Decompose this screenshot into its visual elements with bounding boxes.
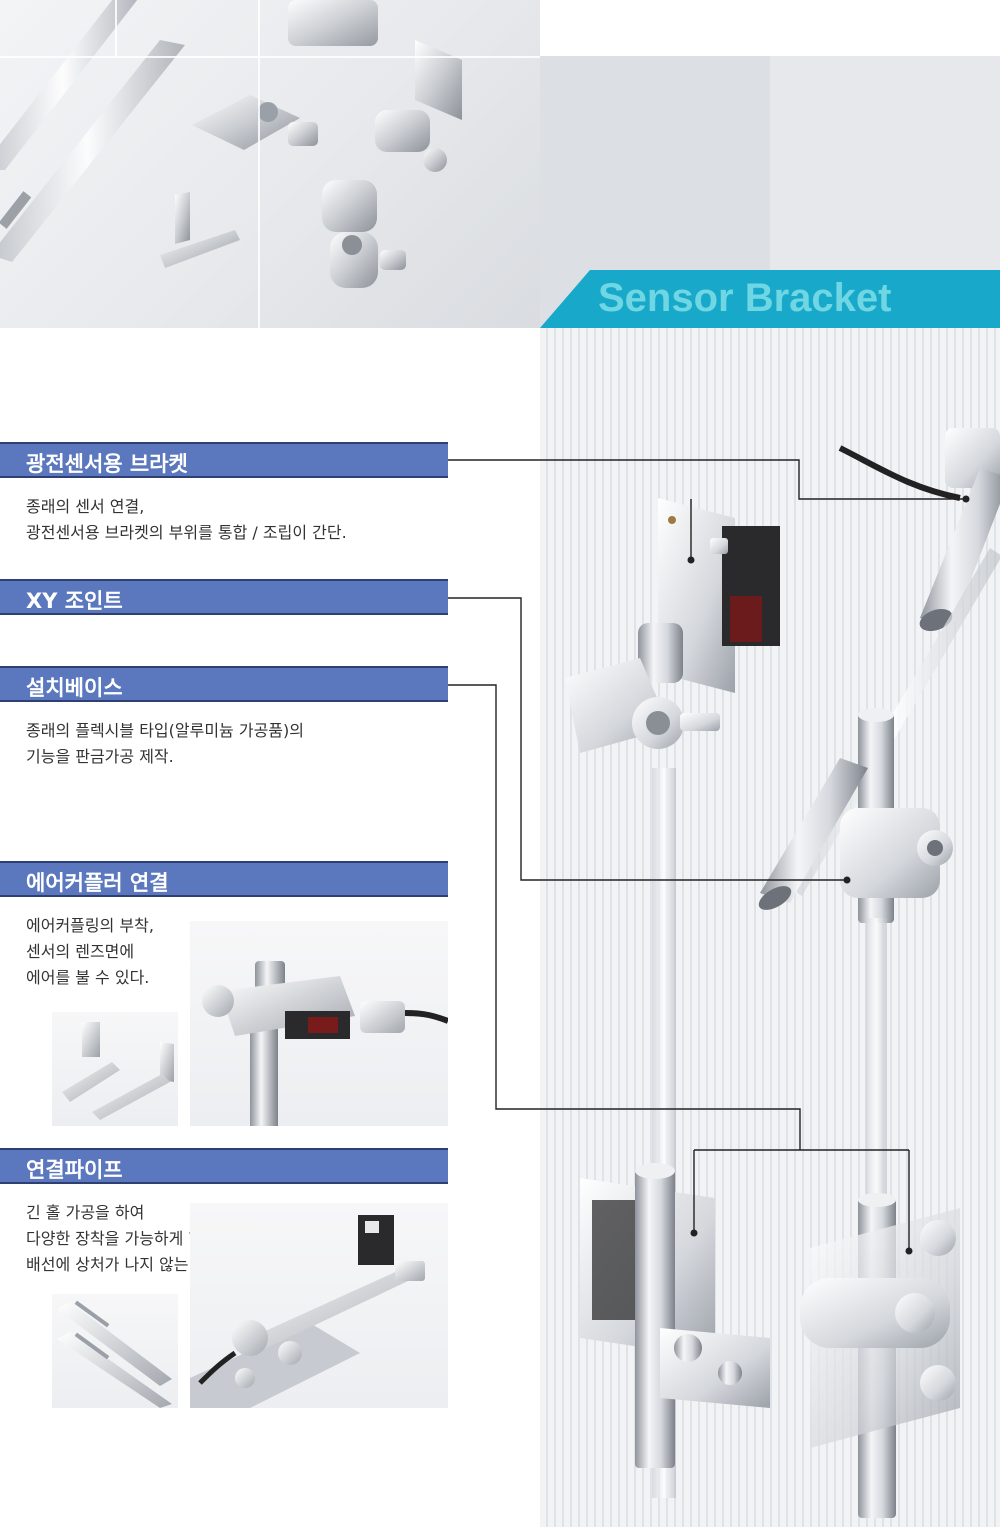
- section-title: XY 조인트: [26, 589, 123, 613]
- section-photo-sensor-bracket-description: 종래의 센서 연결, 광전센서용 브라켓의 부위를 통합 / 조립이 간단.: [26, 494, 347, 546]
- air-coupler-plate-photo: [52, 1012, 178, 1126]
- description-line: 에어를 불 수 있다.: [26, 968, 150, 987]
- section-air-coupler-description: 에어커플링의 부착, 센서의 렌즈면에 에어를 불 수 있다.: [26, 913, 154, 991]
- section-install-base-description: 종래의 플렉시블 타입(알루미늄 가공품)의 기능을 판금가공 제작.: [26, 718, 304, 770]
- air-coupler-assembly-photo: [190, 921, 448, 1126]
- page-title: Sensor Bracket: [598, 276, 892, 320]
- connecting-pipe-assembly-photo: [190, 1203, 448, 1408]
- description-line: 에어커플링의 부착,: [26, 916, 154, 935]
- section-air-coupler-header: 에어커플러 연결: [0, 861, 448, 897]
- assembly-illustration: [565, 428, 1000, 1518]
- description-line: 다양한 장착을 가능하게 함.: [26, 1229, 209, 1248]
- section-title: 에어커플러 연결: [26, 871, 169, 895]
- connecting-pipe-rods-photo: [52, 1294, 178, 1408]
- top-right-blank: [540, 0, 1000, 56]
- description-line: 센서의 렌즈면에: [26, 942, 135, 961]
- hero-brackets-illustration: [0, 0, 462, 288]
- product-assembly-photo: [540, 328, 1000, 1527]
- section-connecting-pipe-header: 연결파이프: [0, 1148, 448, 1184]
- hero-product-photo: [0, 0, 540, 328]
- section-title: 광전센서용 브라켓: [26, 452, 188, 476]
- section-title: 연결파이프: [26, 1158, 123, 1182]
- description-line: 긴 홀 가공을 하여: [26, 1203, 145, 1222]
- description-line: 광전센서용 브라켓의 부위를 통합 / 조립이 간단.: [26, 523, 347, 542]
- description-line: 기능을 판금가공 제작.: [26, 747, 174, 766]
- description-line: 종래의 센서 연결,: [26, 497, 145, 516]
- description-line: 종래의 플렉시블 타입(알루미늄 가공품)의: [26, 721, 304, 740]
- section-install-base-header: 설치베이스: [0, 666, 448, 702]
- section-photo-sensor-bracket-header: 광전센서용 브라켓: [0, 442, 448, 478]
- section-title: 설치베이스: [26, 676, 123, 700]
- sensor-bracket-title-bar: Sensor Bracket: [540, 270, 1000, 328]
- section-xy-joint-header: XY 조인트: [0, 579, 448, 615]
